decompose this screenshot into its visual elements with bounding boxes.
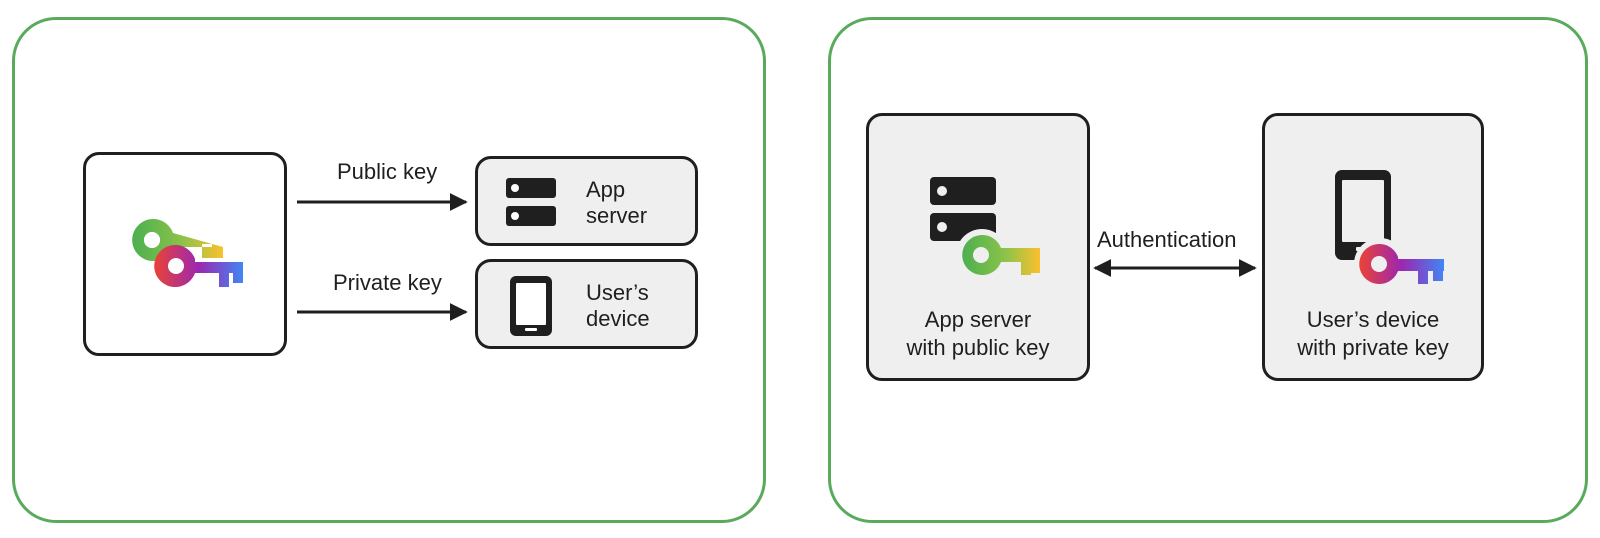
app-server-line2: with public key <box>906 335 1050 360</box>
user-device-with-private-key-label: User’s device with private key <box>1262 306 1484 362</box>
private-key-label: Private key <box>333 270 442 295</box>
app-server-label-line2: server <box>586 203 648 228</box>
app-server-line1: App server <box>924 307 1032 332</box>
server-icon <box>506 178 556 226</box>
user-device-line1: User’s device <box>1306 307 1440 332</box>
app-server-with-public-key-label: App server with public key <box>866 306 1090 362</box>
server-with-key-icon <box>930 177 1040 281</box>
private-key-icon <box>1354 238 1444 290</box>
phone-with-key-icon <box>1335 170 1444 290</box>
user-device-label-line1: User’s <box>586 280 649 305</box>
user-device-label-line2: device <box>586 306 650 331</box>
key-pair-icon <box>132 219 243 288</box>
public-key-label: Public key <box>337 159 438 184</box>
private-key-icon <box>154 245 243 288</box>
app-server-box <box>475 156 698 246</box>
public-key-icon <box>956 229 1040 281</box>
app-server-label-line1: App <box>586 177 626 202</box>
user-device-line2: with private key <box>1297 335 1449 360</box>
authentication-label: Authentication <box>1097 227 1237 252</box>
public-key-icon <box>132 219 223 262</box>
phone-icon <box>510 276 552 336</box>
